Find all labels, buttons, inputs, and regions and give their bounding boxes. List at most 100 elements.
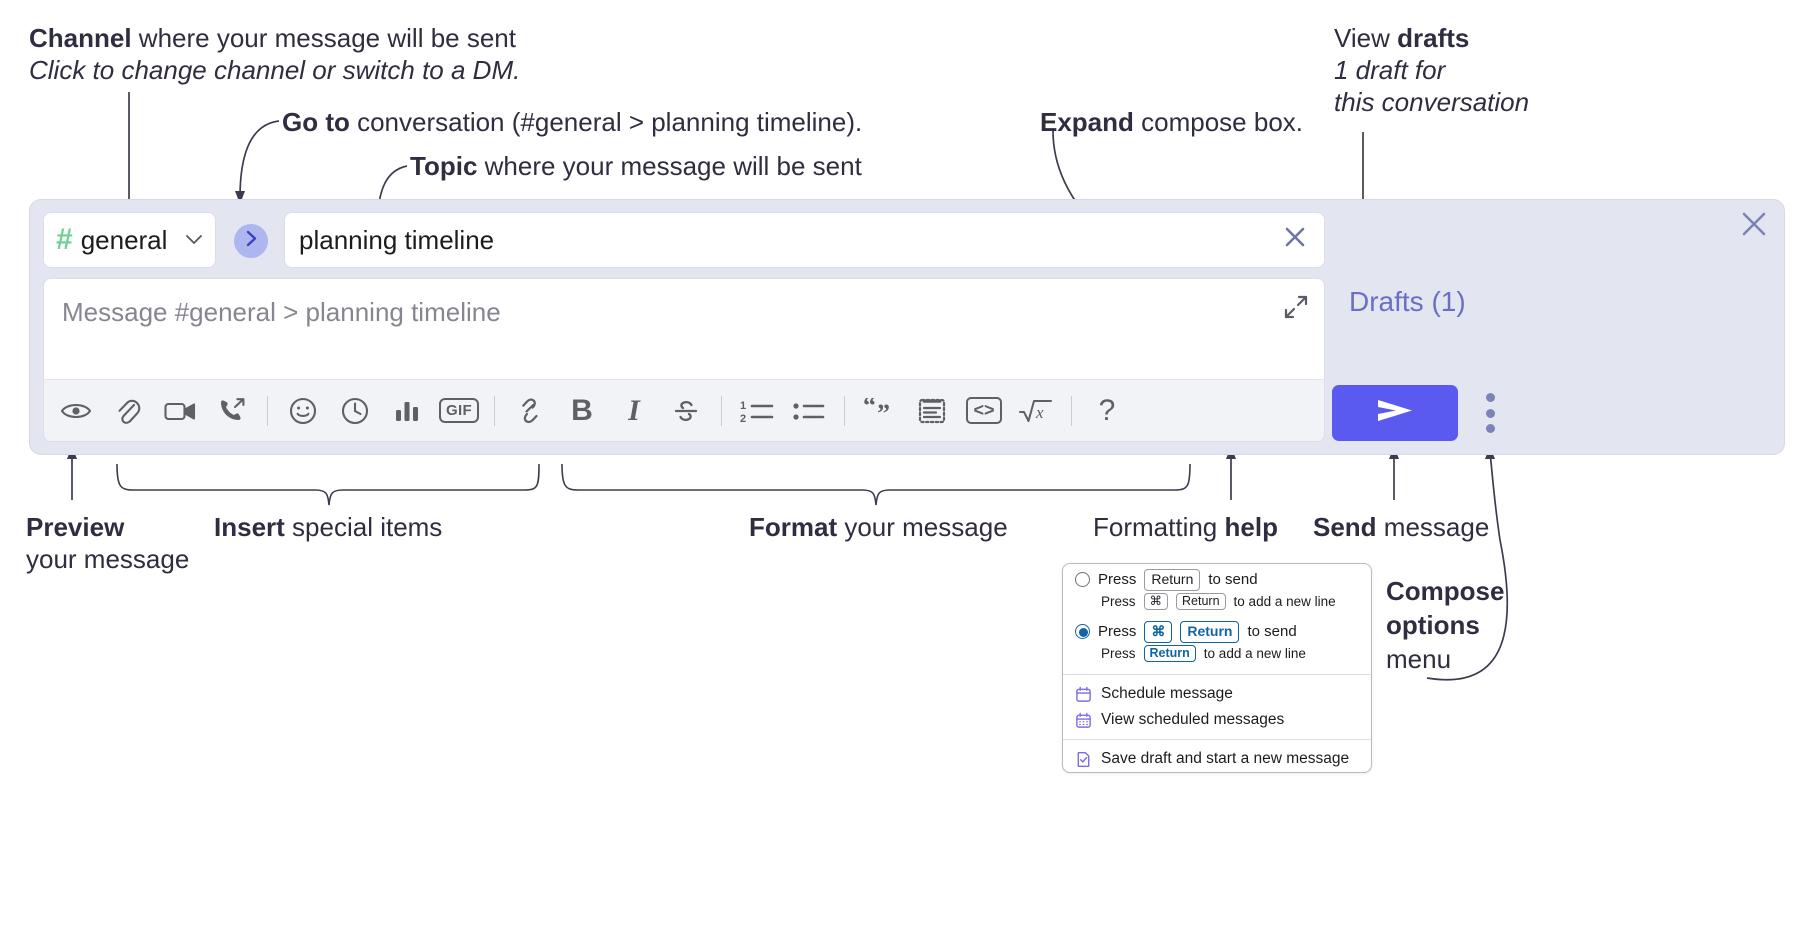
menu-item-label: View scheduled messages — [1101, 711, 1285, 729]
send-button[interactable] — [1332, 385, 1458, 441]
compose-options-button[interactable] — [1481, 393, 1499, 433]
sub-post: to add a new line — [1233, 593, 1336, 609]
annotation-help-bold: help — [1224, 512, 1278, 542]
attachment-icon[interactable] — [102, 385, 154, 437]
key-return: Return — [1176, 592, 1226, 611]
key-command: ⌘ — [1143, 592, 1169, 611]
italic-icon[interactable]: I — [608, 385, 660, 437]
kebab-dot — [1485, 408, 1495, 418]
channel-row: # general planning timeline — [43, 212, 1325, 268]
annotation-topic-rest: where your message will be sent — [477, 151, 862, 181]
save-draft-icon — [1075, 751, 1092, 768]
annotation-help: Formatting help — [1093, 511, 1278, 543]
strikethrough-icon[interactable] — [660, 385, 712, 437]
close-compose-icon[interactable] — [1736, 206, 1772, 248]
chevron-right-icon — [245, 230, 258, 253]
send-option-cmd-sub: Press Return to add a new line — [1063, 644, 1371, 669]
italic-label: I — [628, 393, 640, 427]
reminder-icon[interactable] — [329, 385, 381, 437]
help-icon[interactable]: ? — [1081, 385, 1133, 437]
annotation-drafts-bold: drafts — [1397, 23, 1470, 53]
bold-label: B — [571, 393, 593, 427]
annotation-preview-line2: your message — [26, 544, 190, 575]
clear-topic-icon[interactable] — [1280, 222, 1310, 258]
topic-input[interactable]: planning timeline — [284, 212, 1325, 268]
menu-item-schedule-message[interactable]: Schedule message — [1063, 681, 1371, 707]
annotation-send-rest: message — [1376, 512, 1490, 542]
annotation-drafts-italic1: 1 draft for — [1334, 55, 1446, 86]
radio-selected-icon — [1075, 624, 1090, 640]
annotation-channel: Channel where your message will be sent … — [29, 22, 520, 86]
chevron-down-icon — [185, 232, 203, 249]
annotation-channel-bold: Channel — [29, 23, 132, 53]
link-icon[interactable] — [504, 385, 556, 437]
annotation-expand: Expand compose box. — [1040, 106, 1303, 138]
inline-code-icon[interactable]: <> — [958, 385, 1010, 437]
blockquote-icon[interactable]: “ ” — [854, 385, 906, 437]
huddle-icon[interactable] — [206, 385, 258, 437]
annotation-format-bold: Format — [749, 512, 838, 542]
message-input-area[interactable]: Message #general > planning timeline — [43, 278, 1325, 442]
annotation-send: Send message — [1313, 511, 1489, 543]
send-option-cmd-return[interactable]: Press ⌘ Return to send — [1063, 616, 1371, 645]
latex-icon[interactable]: x — [1010, 385, 1062, 437]
ordered-list-icon[interactable]: 1 2 — [731, 385, 783, 437]
toolbar-separator — [844, 395, 845, 426]
gif-icon[interactable]: GIF — [433, 385, 485, 437]
code-block-icon[interactable] — [906, 385, 958, 437]
svg-text:2: 2 — [740, 413, 746, 424]
bold-icon[interactable]: B — [556, 385, 608, 437]
poll-icon[interactable] — [381, 385, 433, 437]
message-compose-box: # general planning timeline — [29, 199, 1785, 455]
channel-name: general — [80, 224, 168, 255]
expand-compose-icon[interactable] — [1282, 293, 1310, 326]
topic-value: planning timeline — [299, 224, 495, 255]
annotation-format-rest: your message — [837, 512, 1008, 542]
bulleted-list-icon[interactable] — [783, 385, 835, 437]
menu-item-save-draft[interactable]: Save draft and start a new message — [1063, 746, 1371, 772]
sub-pre: Press — [1101, 593, 1136, 609]
inline-code-label: <> — [966, 397, 1002, 424]
annotation-drafts-italic2: this conversation — [1334, 87, 1530, 118]
send-option-return-post: to send — [1208, 571, 1258, 589]
toolbar-separator — [267, 395, 268, 426]
send-option-return-sub: Press ⌘ Return to add a new line — [1063, 592, 1371, 617]
calendar-grid-icon — [1075, 712, 1092, 729]
send-option-return[interactable]: Press Return to send — [1063, 564, 1371, 593]
menu-divider — [1063, 739, 1371, 741]
message-placeholder: Message #general > planning timeline — [62, 297, 501, 327]
menu-item-label: Schedule message — [1101, 685, 1233, 703]
annotation-format: Format your message — [749, 511, 1008, 543]
channel-selector[interactable]: # general — [43, 212, 216, 268]
emoji-icon[interactable] — [277, 385, 329, 437]
annotation-compose-options: Compose options menu — [1386, 575, 1504, 676]
annotation-drafts-plain: View — [1334, 23, 1398, 53]
go-to-conversation-button[interactable] — [234, 224, 268, 258]
gif-label: GIF — [439, 398, 479, 423]
annotation-topic: Topic where your message will be sent — [410, 150, 862, 182]
annotation-expand-bold: Expand — [1040, 107, 1134, 137]
video-icon[interactable] — [154, 385, 206, 437]
svg-text:x: x — [1035, 403, 1044, 422]
annotation-send-bold: Send — [1313, 512, 1377, 542]
annotation-goto-rest: conversation (#general > planning timeli… — [349, 107, 863, 137]
menu-item-view-scheduled-messages[interactable]: View scheduled messages — [1063, 707, 1371, 733]
annotation-channel-rest: where your message will be sent — [131, 23, 516, 53]
annotation-insert-bold: Insert — [214, 512, 285, 542]
compose-fields: # general planning timeline — [43, 212, 1325, 442]
formatting-toolbar: GIF B I — [44, 379, 1324, 441]
drafts-link[interactable]: Drafts (1) — [1349, 286, 1466, 317]
svg-text:“: “ — [863, 398, 876, 420]
help-label: ? — [1098, 393, 1116, 427]
preview-icon[interactable] — [50, 385, 102, 437]
annotation-preview-bold: Preview — [26, 512, 125, 542]
annotation-compose-options-plain: menu — [1386, 643, 1452, 674]
svg-text:”: ” — [877, 399, 890, 424]
compose-options-menu: Press Return to send Press ⌘ Return to a… — [1062, 563, 1372, 774]
annotation-expand-rest: compose box. — [1133, 107, 1304, 137]
sub-post: to add a new line — [1203, 645, 1306, 661]
send-option-cmd-pre: Press — [1098, 623, 1137, 641]
toolbar-separator — [721, 395, 722, 426]
calendar-clock-icon — [1075, 686, 1092, 703]
